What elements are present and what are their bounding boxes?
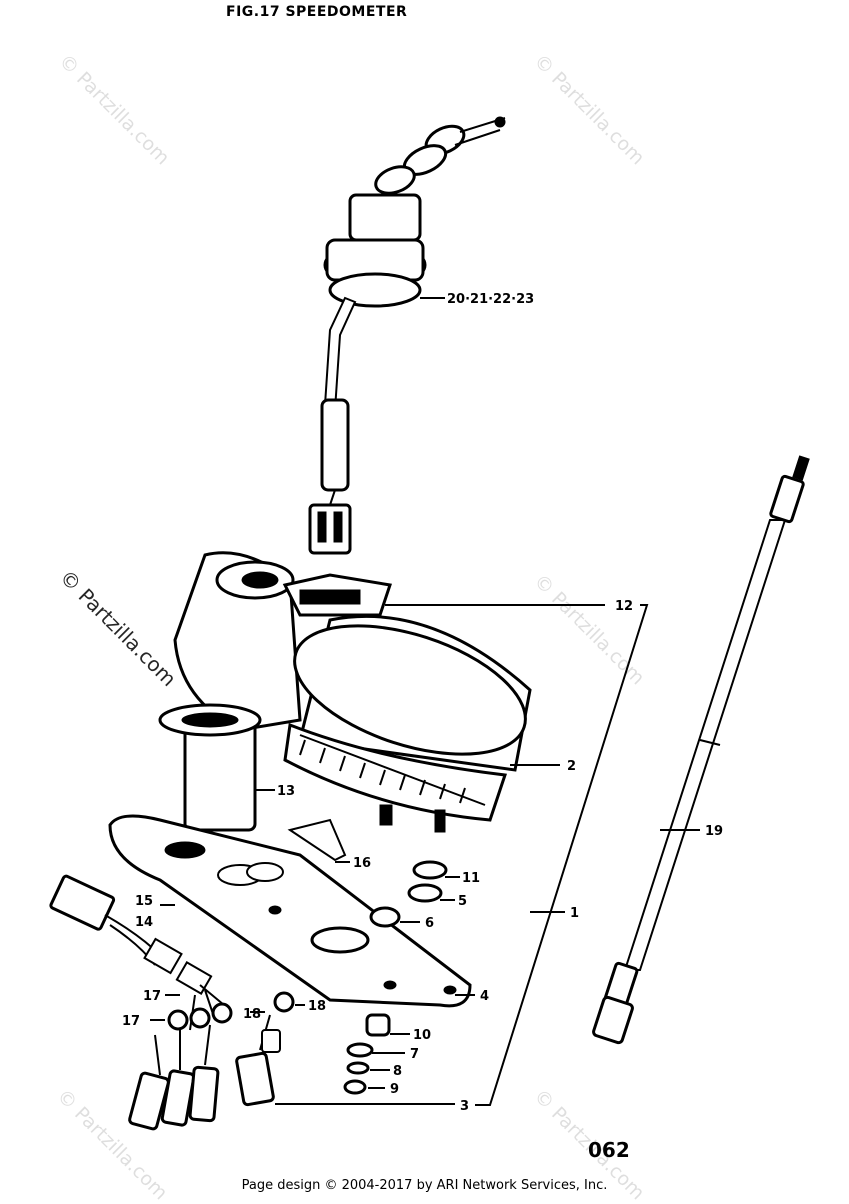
callout-6: 6 bbox=[425, 916, 434, 931]
figure-title: FIG.17 SPEEDOMETER bbox=[226, 4, 408, 20]
callout-18b: 18 bbox=[308, 999, 326, 1014]
callout-9: 9 bbox=[390, 1082, 399, 1097]
callout-16: 16 bbox=[353, 856, 371, 871]
callout-20-23: 20·21·22·23 bbox=[447, 292, 534, 307]
callout-8: 8 bbox=[393, 1064, 402, 1079]
speedometer-cable bbox=[592, 455, 810, 1045]
page-number: 062 bbox=[588, 1138, 630, 1162]
callout-10: 10 bbox=[413, 1028, 431, 1043]
callout-15: 15 bbox=[135, 894, 153, 909]
callout-3: 3 bbox=[460, 1099, 469, 1114]
callout-19: 19 bbox=[705, 824, 723, 839]
callout-1: 1 bbox=[570, 906, 579, 921]
callout-11: 11 bbox=[462, 871, 480, 886]
callout-14: 14 bbox=[135, 915, 153, 930]
callout-7: 7 bbox=[410, 1047, 419, 1062]
callout-12: 12 bbox=[615, 599, 633, 614]
callout-17b: 17 bbox=[122, 1014, 140, 1029]
callout-5: 5 bbox=[458, 894, 467, 909]
ignition-switch bbox=[308, 116, 506, 555]
callout-4: 4 bbox=[480, 989, 489, 1004]
wiring-harness bbox=[49, 874, 295, 1131]
meter-assembly bbox=[108, 551, 532, 1008]
footer-copyright: Page design © 2004-2017 by ARI Network S… bbox=[241, 1178, 608, 1193]
callout-18a: 18 bbox=[243, 1007, 261, 1022]
hardware-stack bbox=[343, 860, 448, 1095]
callout-2: 2 bbox=[567, 759, 576, 774]
leader-lines bbox=[150, 604, 700, 1106]
callout-13: 13 bbox=[277, 784, 295, 799]
callout-17a: 17 bbox=[143, 989, 161, 1004]
